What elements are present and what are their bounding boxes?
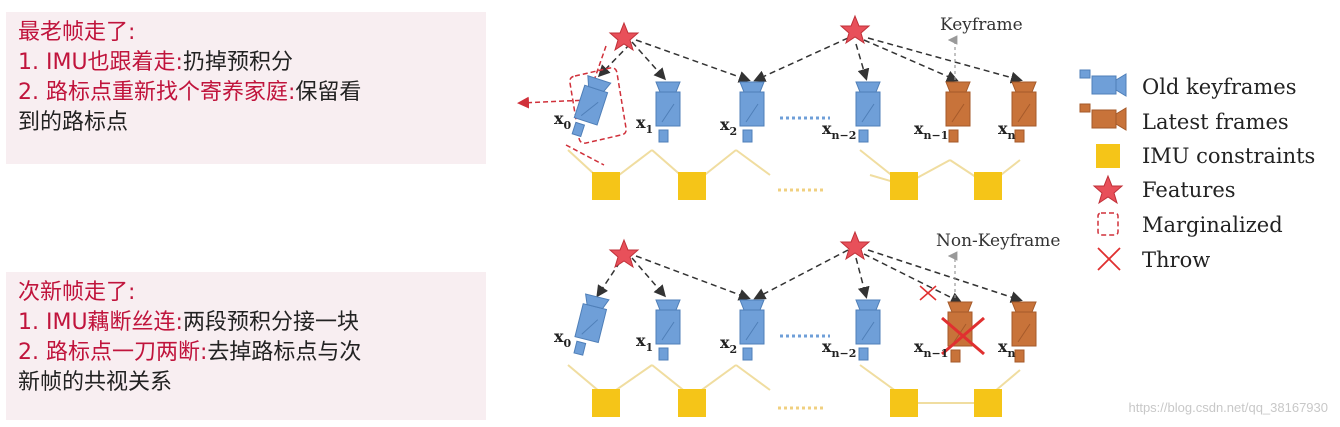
label-xn-1: xn−1	[914, 119, 948, 142]
imu-square	[890, 389, 918, 417]
feature-observations	[596, 249, 1023, 304]
legend-item-latest-frames: Latest frames	[1079, 103, 1289, 134]
note-prefix: 2. 路标点重新找个寄养家庭:	[18, 80, 296, 105]
imu-square	[890, 172, 918, 200]
note-line-1: 1. IMU也跟着走:扔掉预积分	[18, 48, 474, 78]
camera-x1	[655, 81, 681, 143]
label-xn-1: xn−1	[914, 337, 948, 360]
camera-xn-2	[855, 299, 881, 361]
non-keyframe-label: Non-Keyframe	[936, 231, 1060, 251]
bottom-panel: Non-Keyframe x0 x1 x2 xn−2 xn−1 xn	[554, 231, 1060, 417]
marginalize-link	[587, 45, 607, 99]
legend-item-throw: Throw	[1097, 247, 1210, 272]
label-x2: x2	[720, 115, 737, 138]
marginalize-arrow	[517, 96, 589, 109]
label-x1: x1	[636, 113, 653, 136]
note-title: 最老帧走了:	[18, 20, 136, 45]
camera-x1	[655, 299, 681, 361]
imu-constraints	[592, 389, 1002, 417]
note-second-newest-frame: 次新帧走了: 1. IMU藕断丝连:两段预积分接一块 2. 路标点一刀两断:去掉…	[6, 272, 486, 420]
note-prefix: 1. IMU也跟着走:	[18, 50, 183, 75]
camera-xn	[1011, 301, 1037, 363]
imu-square	[592, 389, 620, 417]
camera-x0	[568, 75, 612, 141]
legend-label: Marginalized	[1142, 213, 1283, 237]
legend-item-marginalized: Marginalized	[1097, 212, 1283, 237]
note-line-2: 2. 路标点重新找个寄养家庭:保留看	[18, 78, 474, 108]
imu-constraints	[592, 172, 1002, 200]
legend-item-features: Features	[1093, 175, 1236, 204]
label-xn: xn	[998, 337, 1016, 360]
legend-label: Latest frames	[1142, 110, 1289, 134]
imu-links	[567, 149, 1021, 186]
blue-camera-icon	[1079, 69, 1127, 97]
throw-x-icon	[919, 285, 937, 301]
camera-xn-2	[855, 81, 881, 143]
marginalized-group	[517, 45, 627, 166]
feature-observations	[597, 37, 1023, 84]
label-x1: x1	[636, 331, 653, 354]
camera-x2	[739, 299, 765, 361]
legend-label: Features	[1142, 178, 1236, 202]
note-text: 扔掉预积分	[182, 50, 293, 75]
imu-square	[974, 389, 1002, 417]
legend-item-old-keyframes: Old keyframes	[1079, 69, 1297, 99]
watermark: https://blog.csdn.net/qq_38167930	[1128, 400, 1329, 415]
note-title: 次新帧走了:	[18, 280, 136, 305]
legend-label: Old keyframes	[1142, 75, 1297, 99]
orange-camera-icon	[1079, 103, 1127, 131]
red-x-icon	[1097, 247, 1121, 271]
imu-links	[567, 364, 1021, 404]
yellow-square-icon	[1096, 144, 1120, 168]
note-line-2: 2. 路标点一刀两断:去掉路标点与次	[18, 338, 474, 368]
imu-square	[678, 172, 706, 200]
keyframe-label: Keyframe	[940, 15, 1023, 35]
legend-label: IMU constraints	[1142, 144, 1315, 168]
camera-xn	[1011, 81, 1037, 143]
note-text: 去掉路标点与次	[207, 340, 362, 365]
feature-star	[609, 22, 639, 51]
imu-square	[678, 389, 706, 417]
label-x0: x0	[554, 109, 572, 132]
imu-square	[592, 172, 620, 200]
camera-x0	[570, 293, 610, 359]
note-text: 保留看	[295, 80, 362, 105]
marginalize-link	[565, 144, 605, 166]
note-text: 两段预积分接一块	[182, 310, 359, 335]
note-line-3: 新帧的共视关系	[18, 370, 173, 395]
dashed-box-icon	[1097, 212, 1119, 236]
note-line-3: 到的路标点	[18, 110, 129, 135]
legend-item-imu-constraints: IMU constraints	[1096, 144, 1315, 168]
note-prefix: 1. IMU藕断丝连:	[18, 310, 183, 335]
marginalized-box	[569, 67, 627, 144]
legend-label: Throw	[1142, 248, 1210, 272]
label-xn-2: xn−2	[822, 119, 856, 142]
red-star-icon	[1093, 175, 1123, 204]
imu-square	[974, 172, 1002, 200]
note-line-1: 1. IMU藕断丝连:两段预积分接一块	[18, 308, 474, 338]
throw-x-icon	[941, 316, 985, 356]
label-x0: x0	[554, 327, 572, 350]
label-xn-2: xn−2	[822, 337, 856, 360]
feature-star	[609, 239, 639, 268]
top-panel: Keyframe x0 x1 x2 xn−2 xn−1 xn	[517, 15, 1037, 200]
legend: Old keyframes Latest frames IMU constrai…	[1079, 69, 1315, 272]
label-xn: xn	[998, 119, 1016, 142]
note-prefix: 2. 路标点一刀两断:	[18, 340, 208, 365]
label-x2: x2	[720, 333, 737, 356]
camera-xn-1	[945, 81, 971, 143]
camera-x2	[739, 81, 765, 143]
note-oldest-frame: 最老帧走了: 1. IMU也跟着走:扔掉预积分 2. 路标点重新找个寄养家庭:保…	[6, 12, 486, 164]
